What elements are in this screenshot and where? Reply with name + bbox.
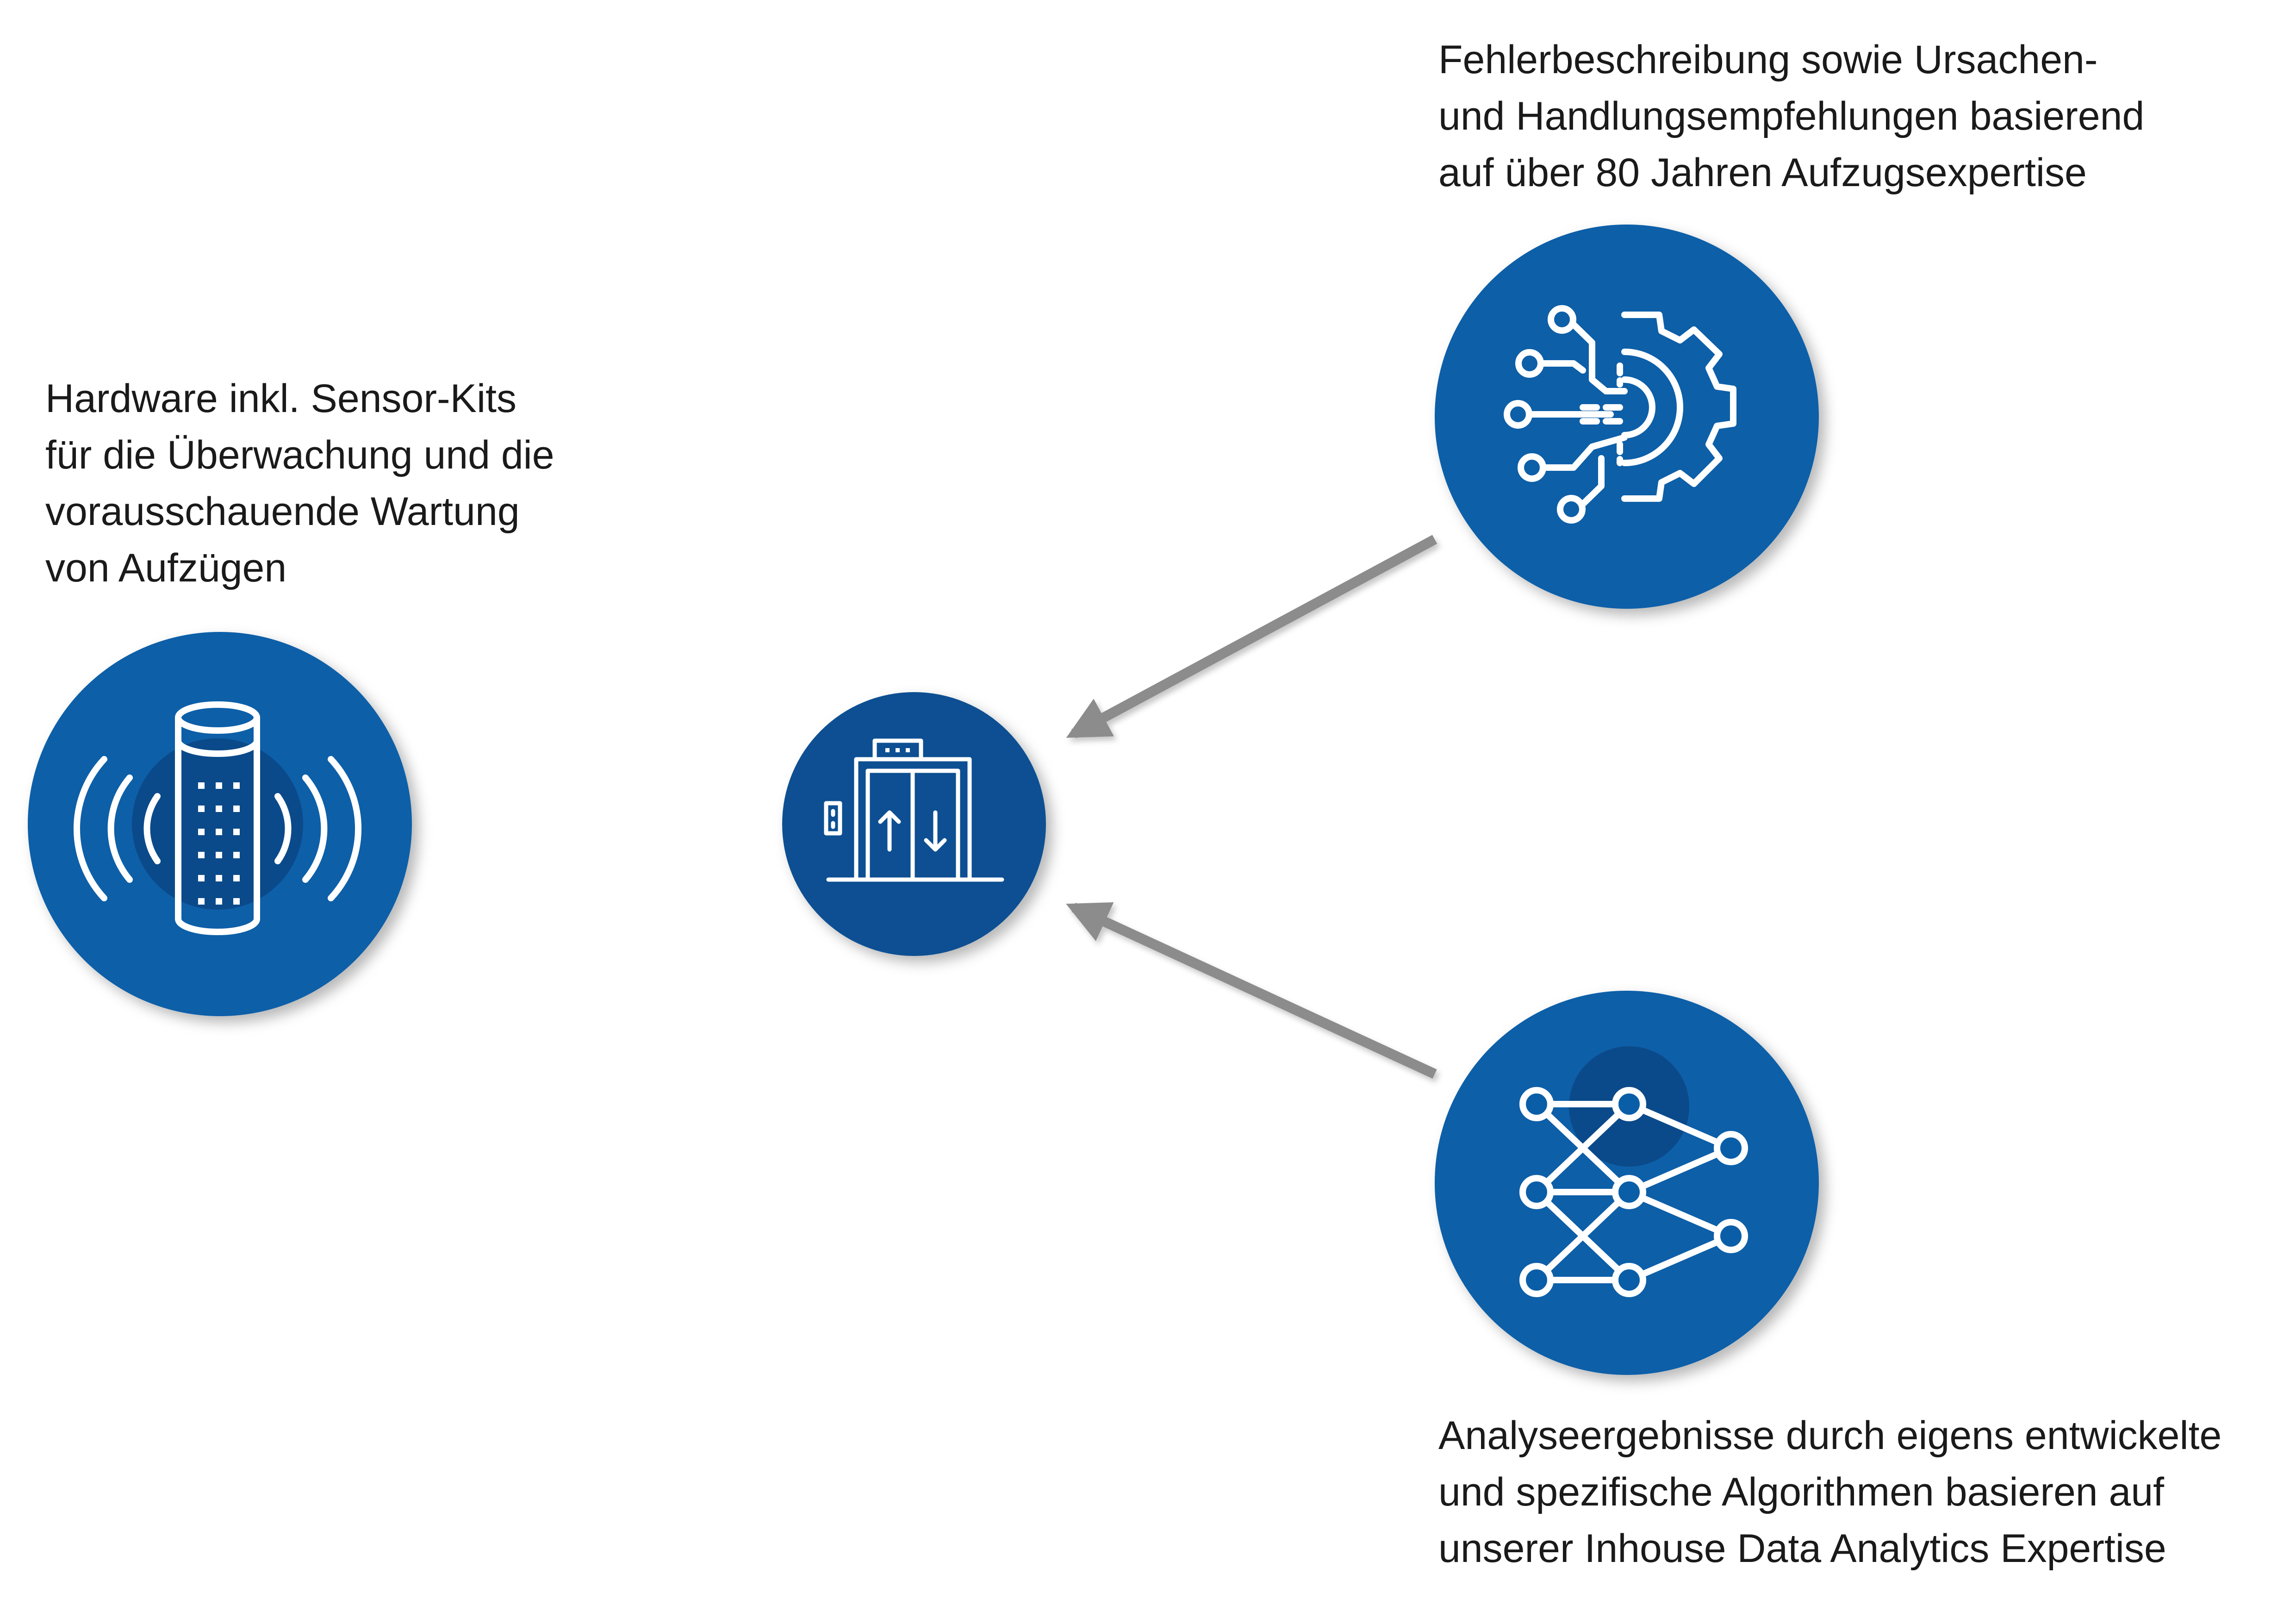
arrow-analyse-to-elevator	[1066, 902, 1437, 1079]
label-analyse-line: unserer Inhouse Data Analytics Expertise	[1438, 1526, 2166, 1571]
node-fehler	[1435, 225, 1819, 609]
label-analyse-line: und spezifische Algorithmen basieren auf	[1438, 1470, 2165, 1514]
gear-circuit-icon	[1504, 305, 1736, 524]
neural-network-icon	[1519, 1046, 1748, 1297]
label-fehler: Fehlerbeschreibung sowie Ursachen- und H…	[1438, 31, 2144, 201]
label-hardware-line: Hardware inkl. Sensor-Kits	[45, 376, 517, 421]
label-hardware-line: von Aufzügen	[45, 546, 287, 590]
node-analyse	[1435, 991, 1819, 1375]
arrow-fehler-to-elevator	[1066, 535, 1437, 738]
label-analyse-line: Analyseergebnisse durch eigens entwickel…	[1438, 1413, 2222, 1458]
label-hardware-line: für die Überwachung und die	[45, 433, 554, 477]
label-fehler-line: auf über 80 Jahren Aufzugsexpertise	[1438, 150, 2087, 195]
label-fehler-line: Fehlerbeschreibung sowie Ursachen-	[1438, 37, 2098, 82]
label-hardware-line: vorausschauende Wartung	[45, 489, 520, 534]
label-fehler-line: und Handlungsempfehlungen basierend	[1438, 94, 2145, 138]
label-analyse: Analyseergebnisse durch eigens entwickel…	[1438, 1407, 2221, 1577]
node-hardware	[28, 632, 412, 1016]
elevator-icon	[824, 738, 1004, 882]
sensor-kit-icon	[74, 701, 361, 935]
label-hardware: Hardware inkl. Sensor-Kits für die Überw…	[45, 370, 554, 596]
node-elevator	[782, 692, 1046, 956]
node-fehler-circle	[1435, 225, 1819, 609]
